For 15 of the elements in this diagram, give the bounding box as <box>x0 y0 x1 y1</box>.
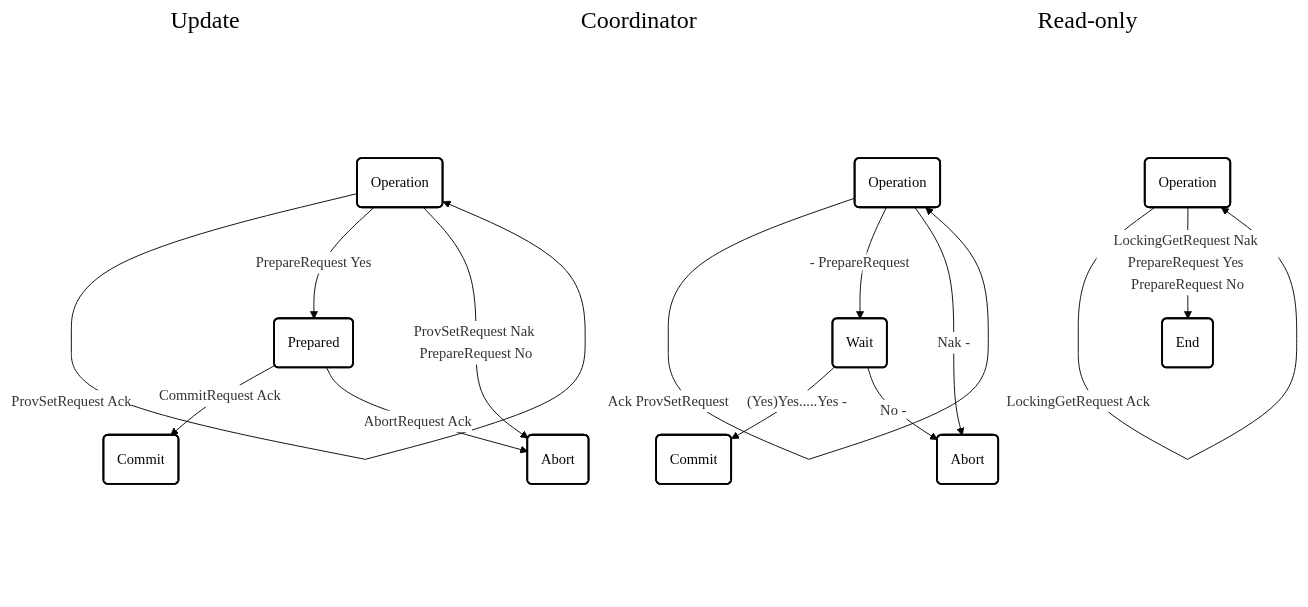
edge-label: LockingGetRequest Ack <box>1006 392 1151 409</box>
edge-label: - PrepareRequest <box>809 254 910 271</box>
edge-label: ProvSetRequest Nak PrepareRequest No <box>413 323 535 362</box>
edge-label: LockingGetRequest Nak PrepareRequest Yes PrepareRequest No <box>1113 232 1258 292</box>
edge-label: PrepareRequest Yes <box>255 254 372 271</box>
edge-label: Ack ProvSetRequest <box>607 392 729 409</box>
edge-label: Nak - <box>937 334 971 351</box>
edge-label: No - <box>880 402 907 419</box>
edge-label: (Yes)Yes.....Yes - <box>746 392 847 409</box>
diagram-heading: Read-only <box>1037 6 1138 34</box>
edge-label: ProvSetRequest Ack <box>11 392 132 409</box>
edge-label: AbortRequest Ack <box>363 413 472 429</box>
diagram-heading: Update <box>170 6 240 34</box>
edge-label: CommitRequest Ack <box>158 387 281 404</box>
diagram-heading: Coordinator <box>580 6 697 34</box>
